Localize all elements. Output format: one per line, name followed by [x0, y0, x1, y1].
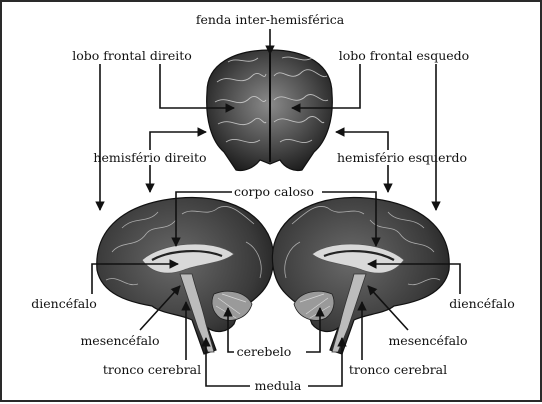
label-lobo-frontal-esquerdo: lobo frontal esquedo [339, 48, 469, 63]
label-mesencefalo-left: mesencéfalo [80, 333, 159, 348]
arrow-hemisferio-direito-up [150, 132, 206, 150]
label-lobo-frontal-direito: lobo frontal direito [72, 48, 192, 63]
label-cerebelo: cerebelo [237, 344, 292, 359]
label-hemisferio-direito: hemisfério direito [93, 150, 206, 165]
arrow-hemisferio-esquerdo-up [336, 132, 388, 150]
right-hemisphere-image [272, 198, 449, 354]
label-fenda-inter-hemisferica: fenda inter-hemisférica [196, 12, 345, 27]
label-tronco-cerebral-left: tronco cerebral [103, 362, 201, 377]
label-diencefalo-right: diencéfalo [449, 296, 514, 311]
label-tronco-cerebral-right: tronco cerebral [349, 362, 447, 377]
label-mesencefalo-right: mesencéfalo [388, 333, 467, 348]
frontal-brain-image [207, 50, 333, 171]
left-hemisphere-image [97, 198, 274, 354]
label-diencefalo-left: diencéfalo [31, 296, 96, 311]
label-hemisferio-esquerdo: hemisfério esquerdo [337, 150, 467, 165]
label-corpo-caloso: corpo caloso [234, 184, 314, 199]
label-medula: medula [255, 378, 302, 393]
